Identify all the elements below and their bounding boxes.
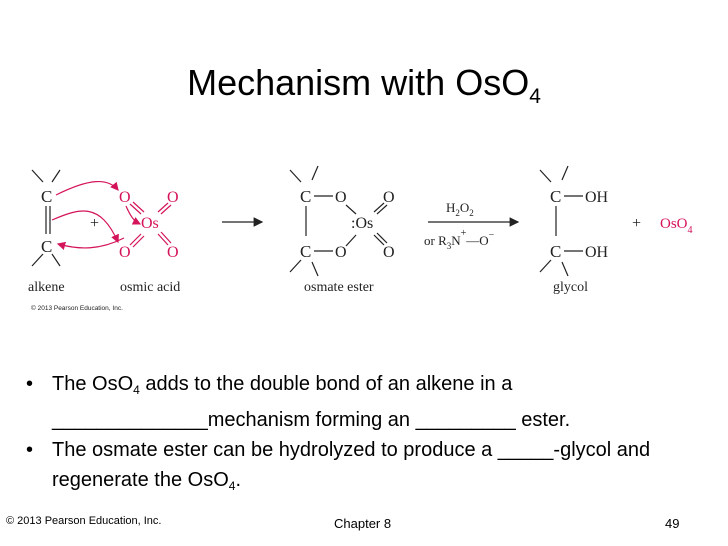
oxygen-atom: O [335, 189, 347, 206]
alkene-carbon-top: C [41, 187, 52, 206]
oxygen-atom: O [167, 189, 179, 206]
osmium-tetroxide-structure: O O Os O O [119, 189, 179, 261]
bullet-item: The OsO4 adds to the double bond of an a… [26, 369, 706, 435]
reagent-amine-oxide: or R3N+—O− [424, 228, 495, 251]
osmium-tetroxide-product: OsO4 [660, 216, 693, 236]
plus-sign-2: + [632, 215, 641, 232]
oxygen-atom: O [383, 189, 395, 206]
osmium-atom: :Os [351, 215, 373, 232]
reagent-hydrogen-peroxide: H2O2 [446, 200, 474, 218]
carbon-atom: C [300, 242, 311, 261]
bullet-item: The osmate ester can be hydrolyzed to pr… [26, 435, 706, 501]
oxygen-atom: O [119, 244, 131, 261]
osmium-atom: Os [141, 215, 159, 232]
label-alkene: alkene [28, 280, 65, 295]
scheme-copyright: © 2013 Pearson Education, Inc. [31, 304, 123, 312]
footer-chapter: Chapter 8 [334, 516, 392, 531]
carbon-atom: C [550, 242, 561, 261]
label-osmic-acid: osmic acid [120, 280, 180, 295]
oxygen-atom: O [167, 244, 179, 261]
page-number: 49 [665, 516, 680, 531]
plus-sign-1: + [90, 215, 99, 232]
osmate-ester-structure: C O O :Os C O O [289, 165, 395, 277]
electron-push-arrows [51, 180, 142, 250]
hydroxyl-group: OH [585, 244, 609, 261]
alkene-structure: C C [31, 169, 61, 267]
label-glycol: glycol [553, 280, 588, 295]
label-osmate-ester: osmate ester [304, 280, 374, 295]
hydroxyl-group: OH [585, 189, 609, 206]
carbon-atom: C [550, 187, 561, 206]
glycol-structure: C OH C OH [539, 165, 609, 277]
oxygen-atom: O [383, 244, 395, 261]
bullet-list: The OsO4 adds to the double bond of an a… [26, 369, 706, 501]
reaction-scheme: C C + O O Os O O C O O [0, 150, 728, 320]
footer-copyright: © 2013 Pearson Education, Inc. [6, 515, 162, 527]
oxygen-atom: O [119, 189, 131, 206]
slide-title: Mechanism with OsO4 [187, 62, 541, 108]
oxygen-atom: O [335, 244, 347, 261]
carbon-atom: C [300, 187, 311, 206]
alkene-carbon-bottom: C [41, 237, 52, 256]
